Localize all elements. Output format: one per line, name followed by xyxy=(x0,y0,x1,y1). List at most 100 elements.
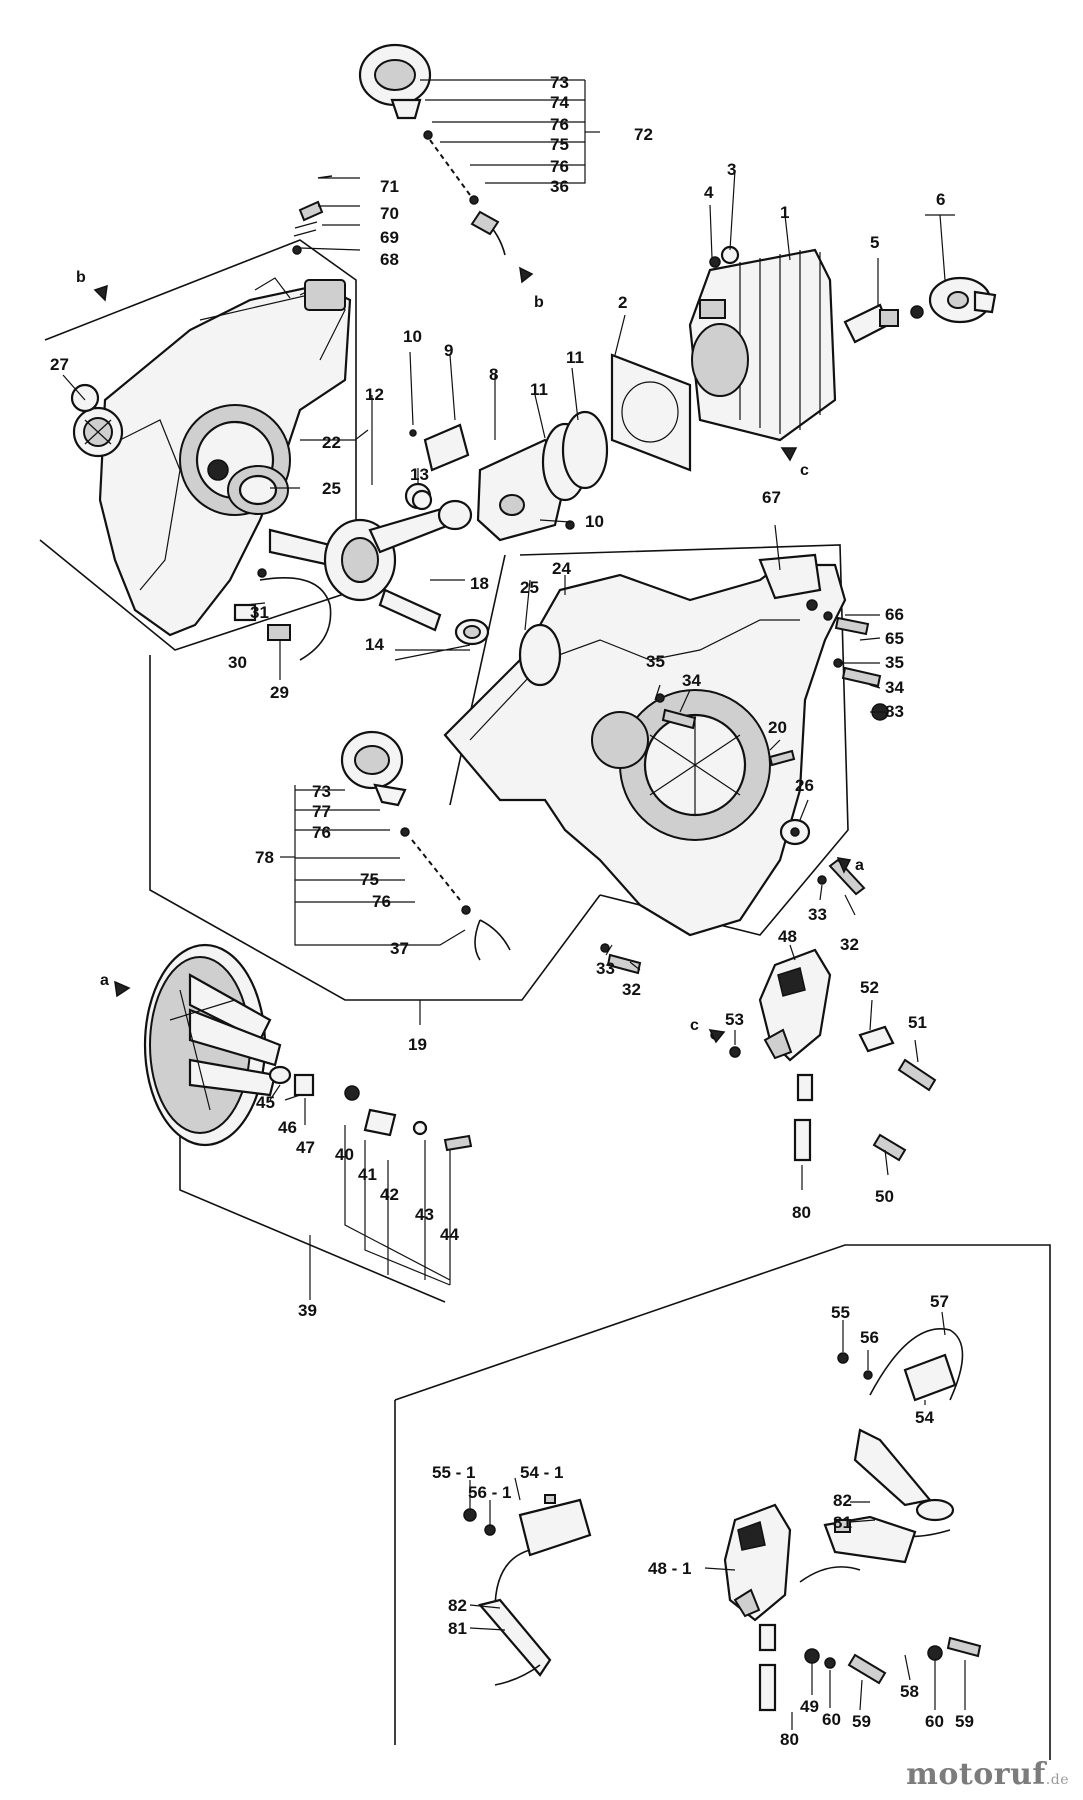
part-label-76: 76 xyxy=(550,157,569,176)
part-label-32: 32 xyxy=(840,935,859,954)
part-label-82: 82 xyxy=(448,1596,467,1615)
part-label-65: 65 xyxy=(885,629,904,648)
part-number-labels: 73 74 76 75 76 36 72 71 70 69 68 3 4 1 5… xyxy=(50,73,974,1749)
part-label-73: 73 xyxy=(312,782,331,801)
part-label-33: 33 xyxy=(808,905,827,924)
part-label-25: 25 xyxy=(520,578,539,597)
tank-cap-lower xyxy=(340,730,511,961)
part-label-45: 45 xyxy=(256,1093,275,1112)
connection-letter-c-coil: c xyxy=(690,1017,699,1034)
part-label-76: 76 xyxy=(312,823,331,842)
part-label-5: 5 xyxy=(870,233,879,252)
part-label-43: 43 xyxy=(415,1205,434,1224)
part-label-66: 66 xyxy=(885,605,904,624)
part-label-76: 76 xyxy=(372,892,391,911)
connection-letter-b-top: b xyxy=(534,294,544,311)
part-label-69: 69 xyxy=(380,228,399,247)
part-label-25: 25 xyxy=(322,479,341,498)
part-label-26: 26 xyxy=(795,776,814,795)
part-label-51: 51 xyxy=(908,1013,927,1032)
part-label-68: 68 xyxy=(380,250,399,269)
part-label-10: 10 xyxy=(585,512,604,531)
decompression-parts xyxy=(292,175,333,255)
part-label-13: 13 xyxy=(410,465,429,484)
part-label-14: 14 xyxy=(365,635,384,654)
part-label-52: 52 xyxy=(860,978,879,997)
part-label-35: 35 xyxy=(885,653,904,672)
part-label-22: 22 xyxy=(322,433,341,452)
part-label-39: 39 xyxy=(298,1301,317,1320)
connection-letter-a-flywheel: a xyxy=(100,972,109,989)
part-label-46: 46 xyxy=(278,1118,297,1137)
part-label-19: 19 xyxy=(408,1035,427,1054)
part-label-54-1: 54 - 1 xyxy=(520,1463,563,1482)
part-label-10: 10 xyxy=(403,327,422,346)
part-label-33: 33 xyxy=(596,959,615,978)
part-label-60: 60 xyxy=(925,1712,944,1731)
part-label-75: 75 xyxy=(360,870,379,889)
connection-letter-c-cylinder: c xyxy=(800,462,809,479)
part-label-12: 12 xyxy=(365,385,384,404)
watermark-name: motoruf xyxy=(906,1757,1046,1792)
part-label-34: 34 xyxy=(682,671,701,690)
part-label-18: 18 xyxy=(470,574,489,593)
flywheel-assembly xyxy=(143,943,473,1152)
part-label-53: 53 xyxy=(725,1010,744,1029)
case-bolts xyxy=(600,611,889,975)
part-label-55: 55 xyxy=(831,1303,850,1322)
part-label-71: 71 xyxy=(380,177,399,196)
starter-pawl-part xyxy=(70,383,124,458)
part-label-56-1: 56 - 1 xyxy=(468,1483,511,1502)
part-label-78: 78 xyxy=(255,848,274,867)
oil-line xyxy=(233,568,332,661)
part-label-67: 67 xyxy=(762,488,781,507)
part-label-29: 29 xyxy=(270,683,289,702)
tank-cap-top xyxy=(358,43,506,256)
leader-lines xyxy=(62,79,966,1730)
part-label-59: 59 xyxy=(852,1712,871,1731)
connection-letter-a-case: a xyxy=(855,857,864,874)
part-label-44: 44 xyxy=(440,1225,459,1244)
connection-letters: b b c a a c xyxy=(76,269,864,1034)
part-label-76: 76 xyxy=(550,115,569,134)
crankshaft-assembly xyxy=(227,465,490,646)
part-label-11: 11 xyxy=(530,380,548,399)
part-label-1: 1 xyxy=(780,203,789,222)
piston-assembly xyxy=(409,410,609,542)
part-label-48: 48 xyxy=(778,927,797,946)
watermark-tld: .de xyxy=(1045,1772,1069,1788)
part-label-77: 77 xyxy=(312,802,331,821)
part-label-50: 50 xyxy=(875,1187,894,1206)
group-boundaries xyxy=(39,239,1051,1760)
part-label-31: 31 xyxy=(250,603,269,622)
part-label-80: 80 xyxy=(780,1730,799,1749)
part-label-80: 80 xyxy=(792,1203,811,1222)
part-label-54: 54 xyxy=(915,1408,934,1427)
inset-module-kit xyxy=(463,1328,982,1712)
part-label-72: 72 xyxy=(634,125,653,144)
part-label-70: 70 xyxy=(380,204,399,223)
cylinder-gasket xyxy=(610,353,692,472)
part-label-75: 75 xyxy=(550,135,569,154)
part-label-34: 34 xyxy=(885,678,904,697)
part-label-6: 6 xyxy=(936,190,945,209)
part-label-27: 27 xyxy=(50,355,69,374)
part-label-3: 3 xyxy=(727,160,736,179)
part-label-55-1: 55 - 1 xyxy=(432,1463,475,1482)
part-label-81: 81 xyxy=(448,1619,467,1638)
part-label-8: 8 xyxy=(489,365,498,384)
part-label-42: 42 xyxy=(380,1185,399,1204)
part-label-40: 40 xyxy=(335,1145,354,1164)
part-label-4: 4 xyxy=(704,183,714,202)
part-label-35: 35 xyxy=(646,652,665,671)
ignition-coil xyxy=(710,948,937,1162)
part-label-30: 30 xyxy=(228,653,247,672)
part-label-83: 83 xyxy=(885,702,904,721)
part-label-49: 49 xyxy=(800,1697,819,1716)
part-label-20: 20 xyxy=(768,718,787,737)
part-label-37: 37 xyxy=(390,939,409,958)
connection-letter-b-left: b xyxy=(76,269,86,286)
part-label-58: 58 xyxy=(900,1682,919,1701)
spark-plug xyxy=(843,303,924,344)
